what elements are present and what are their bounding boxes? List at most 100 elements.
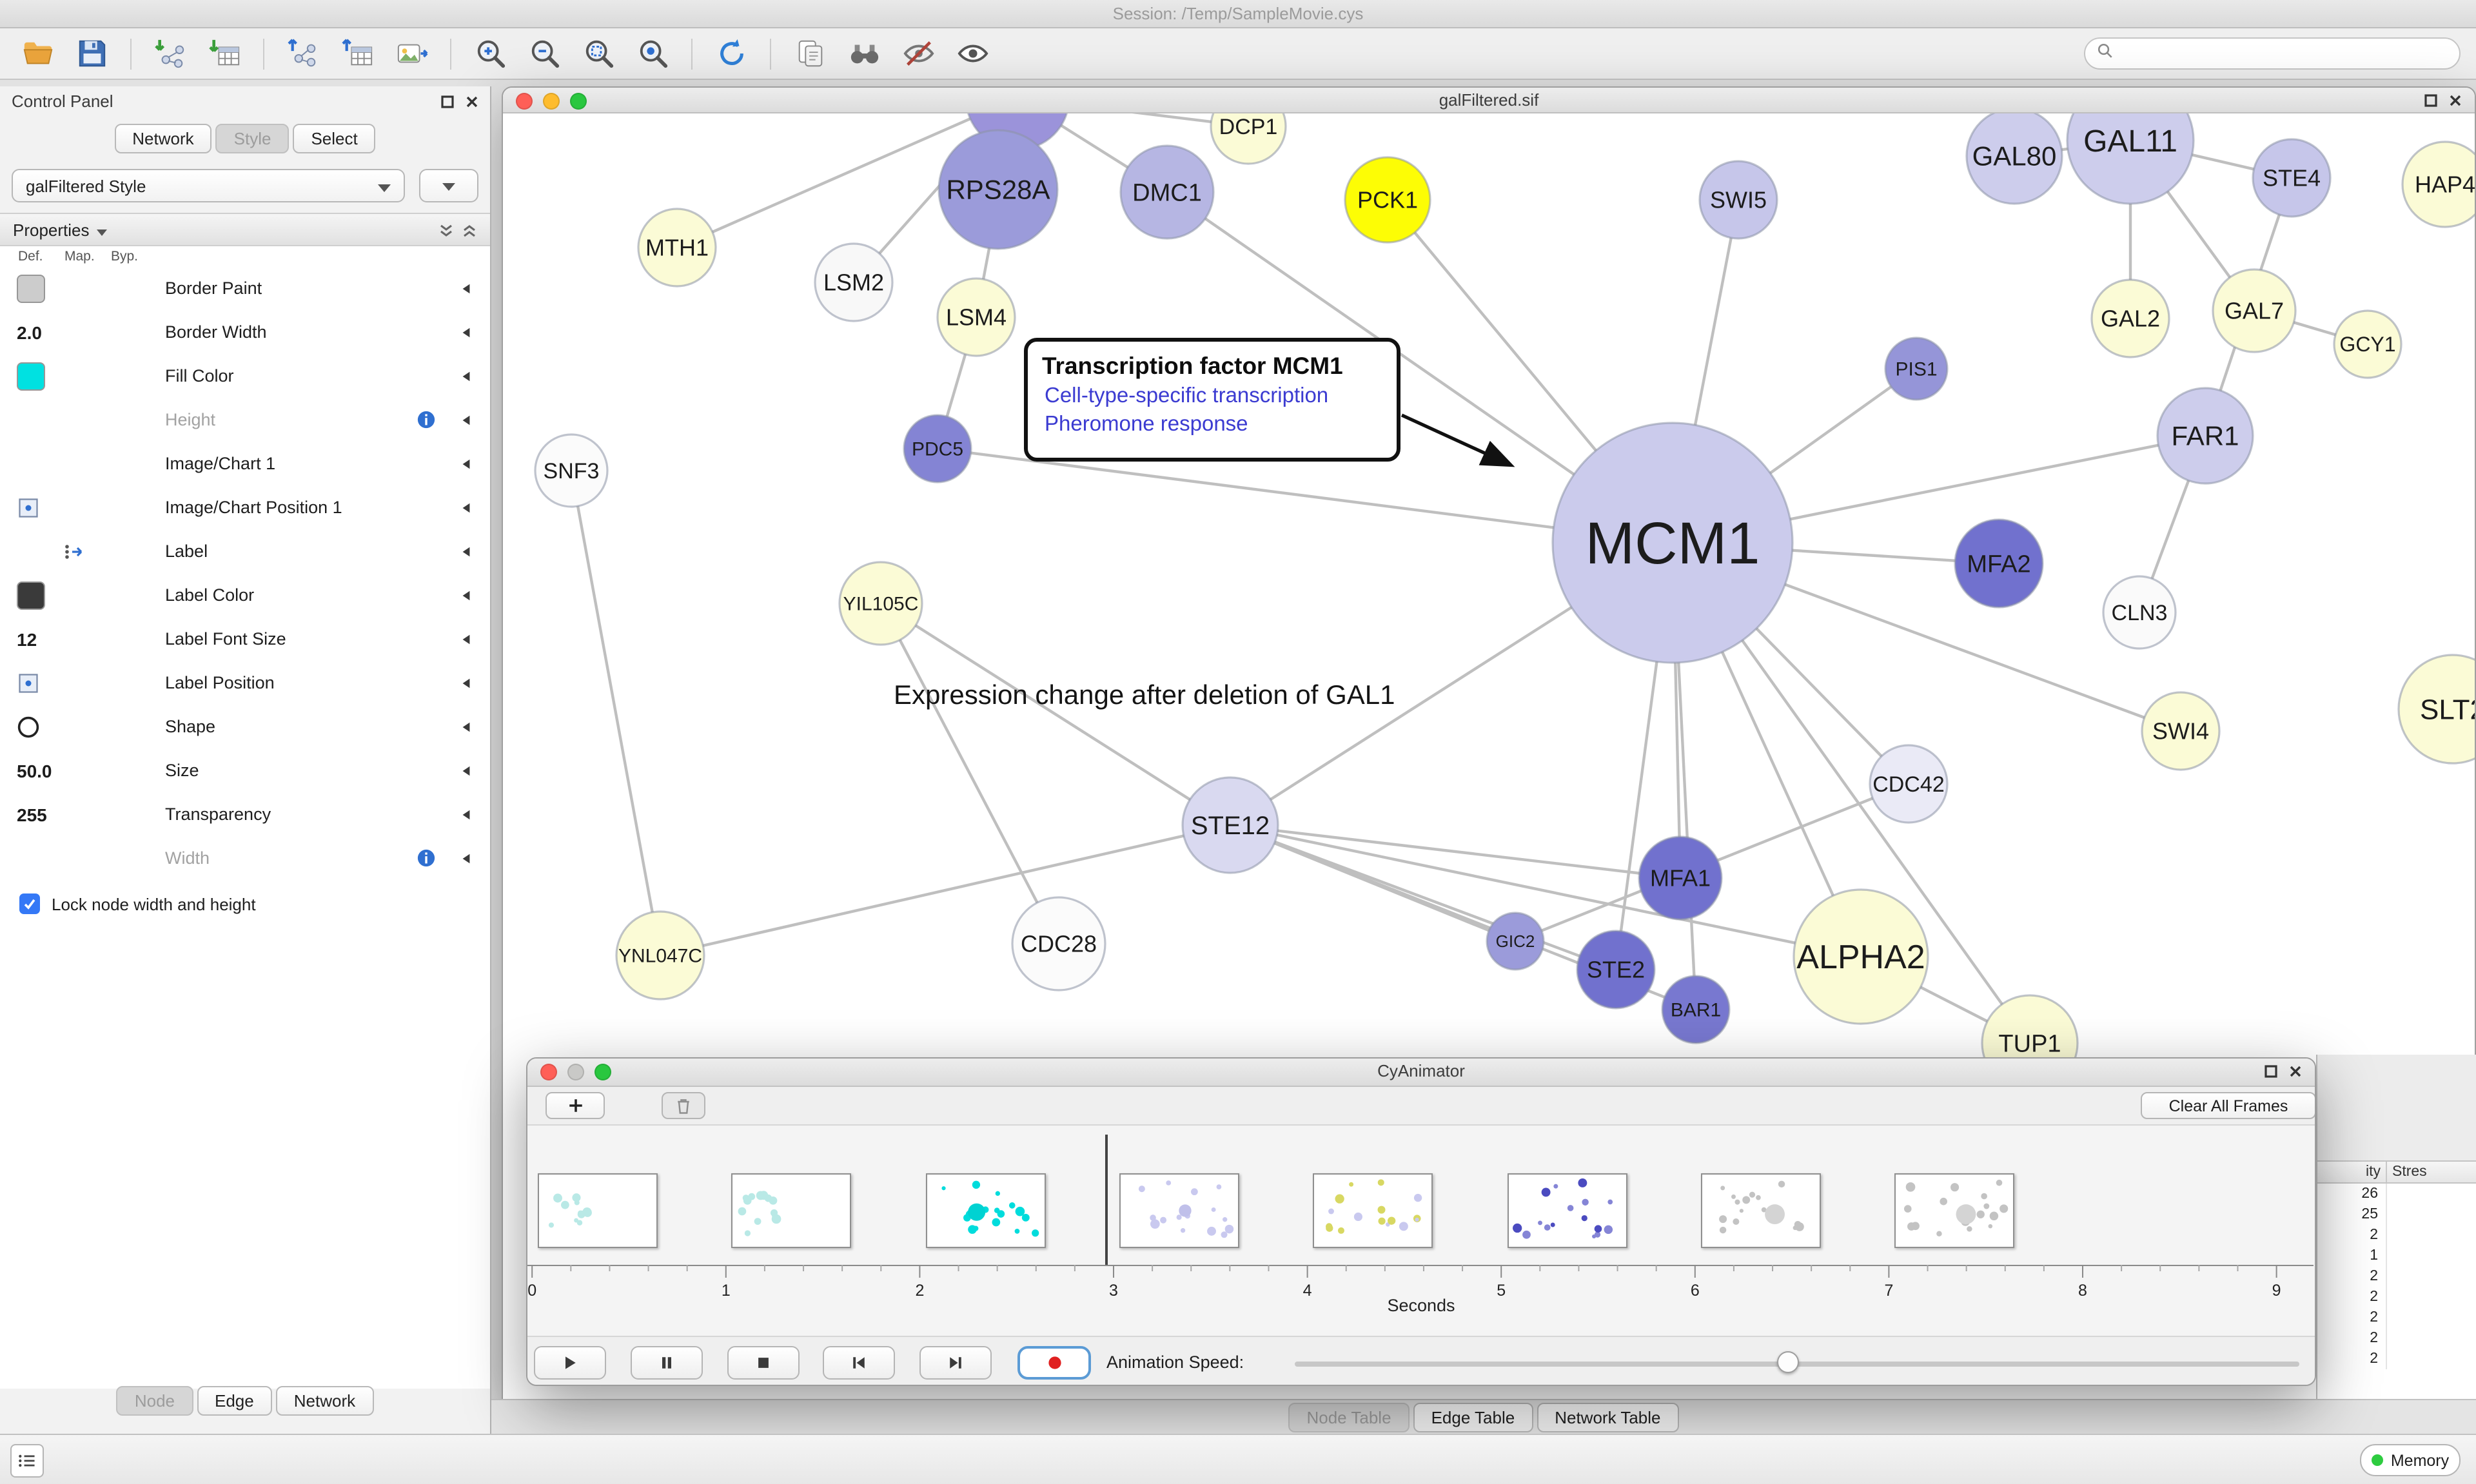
default-value[interactable]: 2.0 bbox=[17, 322, 42, 343]
network-node-SLT2[interactable]: SLT2 bbox=[2397, 654, 2476, 765]
network-node-GAL7[interactable]: GAL7 bbox=[2212, 268, 2297, 353]
row-arrow-icon[interactable] bbox=[460, 852, 472, 865]
style-target-tab-node[interactable]: Node bbox=[116, 1386, 193, 1416]
def-cell[interactable] bbox=[17, 712, 50, 743]
map-cell[interactable] bbox=[63, 536, 97, 567]
export-table-button[interactable] bbox=[334, 33, 380, 74]
float-win-icon[interactable] bbox=[2424, 94, 2437, 107]
map-cell[interactable] bbox=[63, 361, 97, 392]
export-network-button[interactable] bbox=[280, 33, 326, 74]
def-cell[interactable] bbox=[17, 668, 50, 699]
map-cell[interactable] bbox=[63, 405, 97, 436]
def-cell[interactable] bbox=[17, 843, 50, 874]
def-cell[interactable] bbox=[17, 449, 50, 480]
frame-thumbnail-4[interactable] bbox=[1313, 1173, 1433, 1248]
map-cell[interactable] bbox=[63, 449, 97, 480]
def-cell[interactable]: 12 bbox=[17, 624, 50, 655]
position-icon[interactable] bbox=[17, 496, 40, 520]
table-column-header[interactable]: ity bbox=[2317, 1162, 2387, 1182]
def-cell[interactable] bbox=[17, 361, 50, 392]
map-cell[interactable] bbox=[63, 273, 97, 304]
map-cell[interactable] bbox=[63, 493, 97, 523]
network-node-DCP1[interactable]: DCP1 bbox=[1210, 113, 1287, 165]
row-arrow-icon[interactable] bbox=[460, 677, 472, 690]
hide-selected-button[interactable] bbox=[895, 33, 941, 74]
property-row-width[interactable]: Width bbox=[0, 837, 490, 881]
row-arrow-icon[interactable] bbox=[460, 633, 472, 646]
properties-header[interactable]: Properties bbox=[0, 213, 490, 246]
network-node-DMC1[interactable]: DMC1 bbox=[1119, 144, 1215, 240]
search-box[interactable] bbox=[2084, 37, 2461, 70]
frame-thumbnail-1[interactable] bbox=[731, 1173, 852, 1248]
network-node-MTH1[interactable]: MTH1 bbox=[637, 208, 717, 288]
default-value[interactable]: 12 bbox=[17, 629, 37, 650]
close-win-icon[interactable] bbox=[466, 95, 478, 108]
network-node-GIC2[interactable]: GIC2 bbox=[1486, 912, 1545, 971]
network-node-LSM2[interactable]: LSM2 bbox=[814, 242, 894, 322]
zoom-selected-button[interactable] bbox=[629, 33, 676, 74]
zoom-out-button[interactable] bbox=[521, 33, 567, 74]
close-traffic-light[interactable] bbox=[540, 1064, 557, 1080]
chev-dd-icon[interactable] bbox=[438, 223, 454, 239]
clipboard-button[interactable] bbox=[787, 33, 833, 74]
float-win-icon[interactable] bbox=[2265, 1065, 2277, 1078]
row-arrow-icon[interactable] bbox=[460, 721, 472, 734]
position-icon[interactable] bbox=[17, 672, 40, 695]
close-win-icon[interactable] bbox=[2289, 1065, 2302, 1078]
annotation-link[interactable]: Pheromone response bbox=[1045, 413, 1248, 436]
next-frame-button[interactable] bbox=[919, 1346, 992, 1380]
search-input[interactable] bbox=[2121, 44, 2448, 63]
zoom-fit-button[interactable] bbox=[575, 33, 622, 74]
clear-all-frames-button[interactable]: Clear All Frames bbox=[2141, 1092, 2315, 1119]
map-cell[interactable] bbox=[63, 668, 97, 699]
open-session-button[interactable] bbox=[14, 33, 61, 74]
network-node-PDC5[interactable]: PDC5 bbox=[903, 414, 972, 483]
frame-thumbnail-5[interactable] bbox=[1507, 1173, 1627, 1248]
table-row[interactable]: 2 bbox=[2317, 1307, 2476, 1328]
property-row-height[interactable]: Height bbox=[0, 398, 490, 442]
table-row[interactable]: 2 bbox=[2317, 1328, 2476, 1349]
property-row-label-color[interactable]: Label Color bbox=[0, 574, 490, 618]
frame-thumbnail-7[interactable] bbox=[1894, 1173, 2015, 1248]
lock-size-row[interactable]: Lock node width and height bbox=[19, 893, 490, 914]
property-row-image-chart-position-1[interactable]: Image/Chart Position 1 bbox=[0, 486, 490, 530]
status-menu-button[interactable] bbox=[10, 1444, 44, 1478]
annotation-box[interactable]: Transcription factor MCM1 Cell-type-spec… bbox=[1024, 338, 1400, 462]
byp-cell[interactable] bbox=[111, 317, 144, 348]
minimize-traffic-light[interactable] bbox=[567, 1064, 584, 1080]
default-value[interactable]: 50.0 bbox=[17, 761, 52, 781]
table-row[interactable]: 2 bbox=[2317, 1225, 2476, 1245]
close-win-icon[interactable] bbox=[2449, 94, 2462, 107]
network-node-STE2[interactable]: STE2 bbox=[1576, 930, 1656, 1010]
byp-cell[interactable] bbox=[111, 843, 144, 874]
byp-cell[interactable] bbox=[111, 449, 144, 480]
def-cell[interactable]: 2.0 bbox=[17, 317, 50, 348]
network-node-YIL105C[interactable]: YIL105C bbox=[838, 561, 923, 646]
zoom-traffic-light[interactable] bbox=[594, 1064, 611, 1080]
frame-thumbnail-6[interactable] bbox=[1700, 1173, 1821, 1248]
tab-network[interactable]: Network bbox=[114, 124, 212, 153]
tab-edge-table[interactable]: Edge Table bbox=[1413, 1402, 1533, 1432]
row-arrow-icon[interactable] bbox=[460, 502, 472, 514]
color-swatch[interactable] bbox=[17, 362, 45, 391]
map-cell[interactable] bbox=[63, 624, 97, 655]
color-swatch[interactable] bbox=[17, 581, 45, 610]
network-node-MFA2[interactable]: MFA2 bbox=[1954, 518, 2044, 609]
checkbox-checked-icon[interactable] bbox=[19, 893, 40, 914]
zoom-in-button[interactable] bbox=[467, 33, 513, 74]
zoom-traffic-light[interactable] bbox=[570, 93, 587, 110]
byp-cell[interactable] bbox=[111, 493, 144, 523]
property-row-label-position[interactable]: Label Position bbox=[0, 661, 490, 705]
byp-cell[interactable] bbox=[111, 624, 144, 655]
tab-network-table[interactable]: Network Table bbox=[1537, 1402, 1679, 1432]
frame-thumbnail-0[interactable] bbox=[538, 1173, 658, 1248]
row-arrow-icon[interactable] bbox=[460, 765, 472, 777]
import-table-button[interactable] bbox=[201, 33, 248, 74]
style-target-tab-edge[interactable]: Edge bbox=[197, 1386, 272, 1416]
float-win-icon[interactable] bbox=[441, 95, 454, 108]
row-arrow-icon[interactable] bbox=[460, 545, 472, 558]
chev-du-icon[interactable] bbox=[462, 223, 477, 239]
